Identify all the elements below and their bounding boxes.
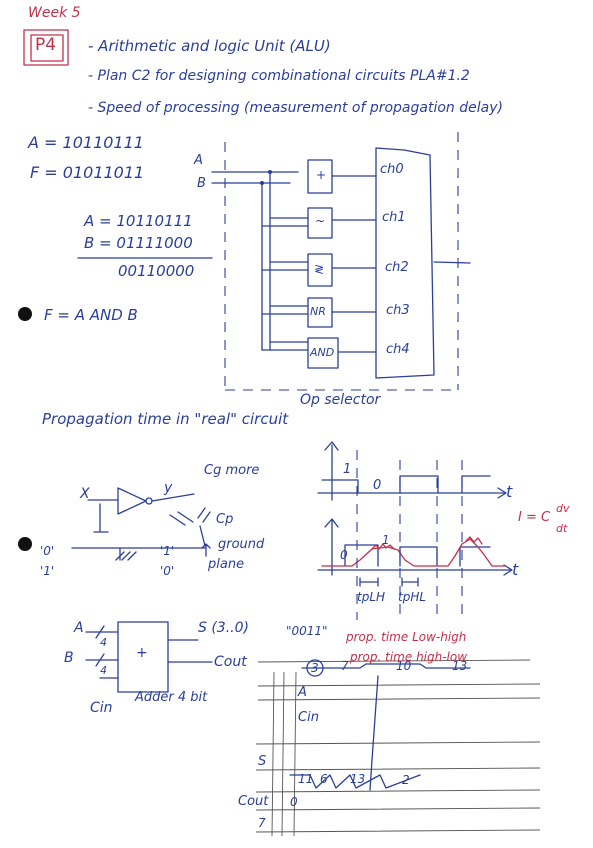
propagation-title: Propagation time in "real" circuit [42,410,289,428]
output-y: y [164,480,173,496]
cg-more-label: Cg more [204,463,260,478]
inverter-circuit [71,487,211,561]
block-and: AND [310,346,335,359]
time-axis-ideal: t [506,482,513,501]
channel-2: ch2 [385,260,409,275]
binder-hole [18,307,32,321]
channel-1: ch1 [382,210,406,225]
p4-box-outer [23,29,69,66]
cout-value: 0 [290,795,298,809]
output-high: '1' [160,544,175,558]
row-7: 7 [258,816,266,830]
value-f: F = 01011011 [30,163,145,182]
p4-tag: P4 [35,35,57,55]
real-level-1: 1 [382,533,390,547]
real-level-0: 0 [340,548,348,562]
adder-sum-output: S (3..0) [198,620,249,636]
formula-lhs: I = C [518,510,551,525]
channel-3: ch3 [386,303,410,318]
bullet-alu: - Arithmetic and logic Unit (ALU) [88,37,331,55]
a-value-3: 13 [452,659,468,673]
timing-quote: "0011" [286,624,328,638]
block-add: + [316,168,327,182]
formula-den: dt [556,522,568,535]
and-result: 00110000 [118,262,195,280]
bus-width-a: 4 [100,636,107,649]
block-not: ~ [315,214,326,228]
timing-grid [255,659,541,837]
week-label: Week 5 [28,5,81,21]
real-waveform [317,518,513,576]
alu-diagram [211,132,471,391]
a-value-1: 7 [341,659,349,673]
input-x: X [80,486,90,502]
block-compare: ≷ [314,262,325,276]
formula-num: dv [556,502,570,515]
s-value-2: 13 [350,772,366,786]
p4-box-inner [30,34,64,62]
note-low-high: prop. time Low-high [346,630,467,644]
note-high-low: prop. time high-low [350,650,468,664]
time-axis-real: t [512,560,519,579]
row-s: S [258,754,267,769]
ground-label: ground [218,537,265,552]
channel-4: ch4 [386,342,410,357]
adder-input-b: B [64,650,74,666]
a-value-2: 10 [396,659,412,673]
adder-carry-out: Cout [214,654,247,670]
adder-input-a: A [74,620,84,636]
binder-hole [18,537,32,551]
tphl-label: tpHL [398,590,427,604]
output-low: '0' [160,564,175,578]
op-selector-label: Op selector [300,392,381,408]
ideal-level-0: 0 [373,478,382,493]
tp-markers [359,577,419,587]
ideal-waveform [317,441,507,501]
alu-input-a: A [194,153,203,168]
s-value-3: 2 [402,773,410,787]
s-value-0: 11 [298,772,314,786]
operand-b: B = 01111000 [84,234,193,252]
row-cout: Cout [238,794,269,809]
s-value-1: 6 [320,772,328,786]
timing-guides [356,450,463,620]
conclusion-f-and: F = A AND B [44,306,138,324]
adder-carry-in: Cin [90,700,113,716]
bullet-speed: - Speed of processing (measurement of pr… [88,100,503,116]
bullet-plan: - Plan C2 for designing combinational ci… [88,68,470,84]
alu-input-b: B [197,176,206,191]
channel-0: ch0 [380,162,404,177]
block-nr: NR [310,305,326,318]
tplh-label: tpLH [357,590,386,604]
operand-a: A = 10110111 [84,212,193,230]
plane-label: plane [208,557,245,572]
input-high: '1' [40,564,55,578]
a-value-0: 3 [311,661,319,675]
cp-label: Cp [216,512,234,527]
input-low: '0' [40,544,55,558]
ideal-level-1: 1 [343,462,352,477]
adder-plus: + [136,645,148,661]
row-cin: Cin [298,710,319,725]
bus-width-b: 4 [100,664,107,677]
value-a: A = 10110111 [28,133,144,152]
adder-label: Adder 4 bit [135,690,208,705]
row-a: A [298,685,307,700]
adder-diagram [85,621,213,693]
